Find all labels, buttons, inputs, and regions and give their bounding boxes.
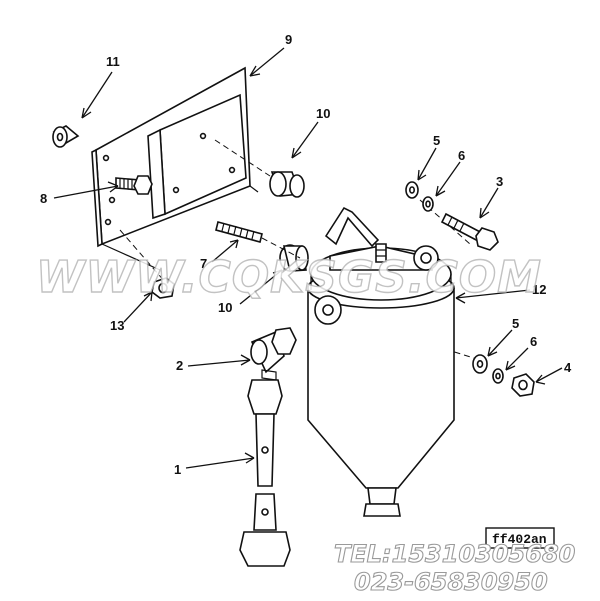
spacer-bushing-11 (52, 125, 80, 148)
watermark-phone: 023-65830950 (354, 568, 548, 596)
lockwasher-6-upper (422, 196, 434, 212)
callout-5-lower: 5 (512, 316, 519, 331)
filter-tank (307, 206, 455, 517)
callout-12: 12 (532, 282, 546, 297)
callout-8: 8 (40, 191, 47, 206)
nut-4 (511, 373, 535, 397)
figure-code: ff402an (492, 532, 547, 547)
callout-10-upper: 10 (316, 106, 330, 121)
callout-9: 9 (285, 32, 292, 47)
callout-1: 1 (174, 462, 181, 477)
spacer-bushing-10-upper (269, 171, 305, 198)
watermark-tel: TEL:15310305680 (334, 540, 575, 568)
callout-13: 13 (110, 318, 124, 333)
callout-3: 3 (496, 174, 503, 189)
callout-numbers: 11 9 10 8 7 10 13 5 6 3 12 5 6 4 2 1 (40, 32, 572, 477)
callout-4: 4 (564, 360, 572, 375)
lockwasher-6-lower (492, 368, 504, 384)
elbow-fitting-2 (250, 327, 297, 381)
callout-6-lower: 6 (530, 334, 537, 349)
figure-code-box: ff402an (485, 527, 555, 549)
capscrew-3 (440, 212, 499, 251)
callout-2: 2 (176, 358, 183, 373)
callout-11: 11 (106, 54, 120, 69)
callout-5-upper: 5 (433, 133, 440, 148)
bolt-8 (115, 175, 153, 195)
leader-lines (53, 47, 563, 469)
washer-5-lower (472, 354, 488, 374)
stud-7 (215, 221, 263, 243)
hose-assembly-1 (239, 379, 291, 567)
mounting-bracket (91, 66, 259, 271)
watermark-site: WWW.CQKSGS.COM (36, 252, 542, 303)
callout-7: 7 (200, 256, 207, 271)
callout-10-lower: 10 (218, 300, 232, 315)
washer-5-upper (405, 181, 419, 199)
callout-6-upper: 6 (458, 148, 465, 163)
